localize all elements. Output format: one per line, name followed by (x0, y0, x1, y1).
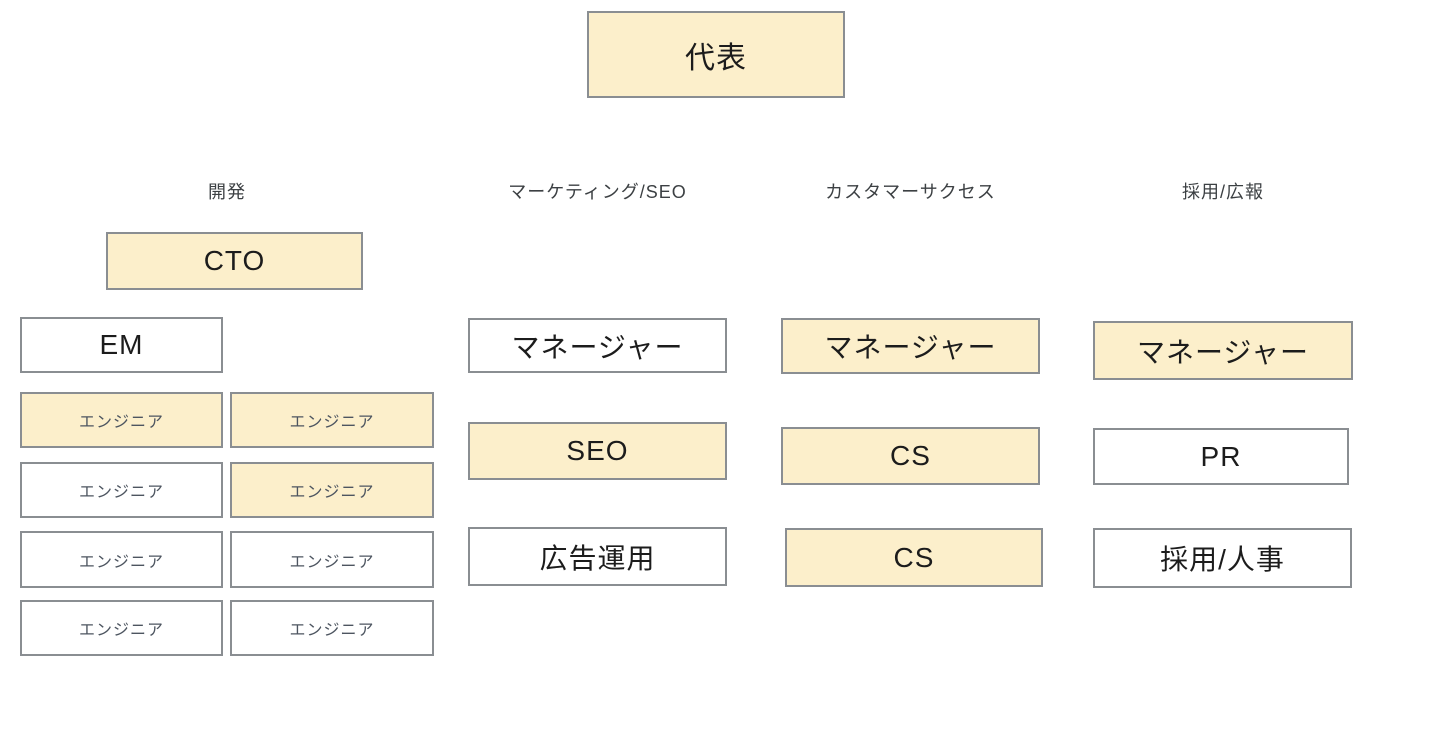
box-engineer-label: エンジニア (289, 414, 375, 431)
box-engineer-2: エンジニア (230, 392, 434, 448)
box-pr: PR (1093, 428, 1349, 485)
box-engineer-label: エンジニア (78, 553, 164, 571)
box-engineer-3: エンジニア (20, 462, 223, 518)
box-engineer-4: エンジニア (230, 462, 434, 518)
box-engineer-6: エンジニア (230, 531, 434, 588)
box-marketing-manager-label: マネージャー (511, 331, 684, 363)
box-engineer-5: エンジニア (20, 531, 223, 588)
box-engineer-label: エンジニア (78, 484, 164, 501)
box-engineer-label: エンジニア (78, 414, 164, 431)
box-cs-2-label: CS (893, 541, 935, 573)
box-cto-label: CTO (203, 245, 266, 276)
box-recruiting-manager: マネージャー (1093, 321, 1353, 380)
box-cs-1-label: CS (890, 440, 931, 471)
box-engineer-label: エンジニア (289, 484, 375, 501)
box-em: EM (20, 317, 223, 373)
box-recruiting-manager-label: マネージャー (1136, 336, 1310, 368)
box-engineer-label: エンジニア (289, 553, 375, 571)
box-marketing-manager: マネージャー (468, 318, 727, 373)
box-ad-ops-label: 広告運用 (539, 542, 656, 574)
box-seo-label: SEO (566, 435, 629, 466)
box-cs-manager: マネージャー (781, 318, 1040, 374)
box-engineer-8: エンジニア (230, 600, 434, 656)
box-engineer-label: エンジニア (289, 622, 375, 639)
column-header-development: 開発 (208, 182, 246, 202)
box-ad-ops: 広告運用 (468, 527, 727, 586)
column-header-customer-success: カスタマーサクセス (825, 182, 996, 202)
box-pr-label: PR (1200, 440, 1242, 472)
column-header-marketing: マーケティング/SEO (508, 182, 687, 202)
box-cs-2: CS (785, 528, 1043, 587)
column-header-recruiting: 採用/広報 (1181, 182, 1264, 202)
box-hr: 採用/人事 (1093, 528, 1352, 588)
box-em-label: EM (99, 329, 144, 360)
box-cto: CTO (106, 232, 363, 290)
box-hr-label: 採用/人事 (1160, 544, 1285, 575)
box-cs-manager-label: マネージャー (824, 332, 997, 363)
box-ceo-label: 代表 (685, 41, 747, 75)
box-engineer-1: エンジニア (20, 392, 223, 448)
box-seo: SEO (468, 422, 727, 480)
box-engineer-label: エンジニア (78, 622, 164, 639)
box-engineer-7: エンジニア (20, 600, 223, 656)
box-ceo: 代表 (587, 11, 845, 98)
box-cs-1: CS (781, 427, 1040, 485)
